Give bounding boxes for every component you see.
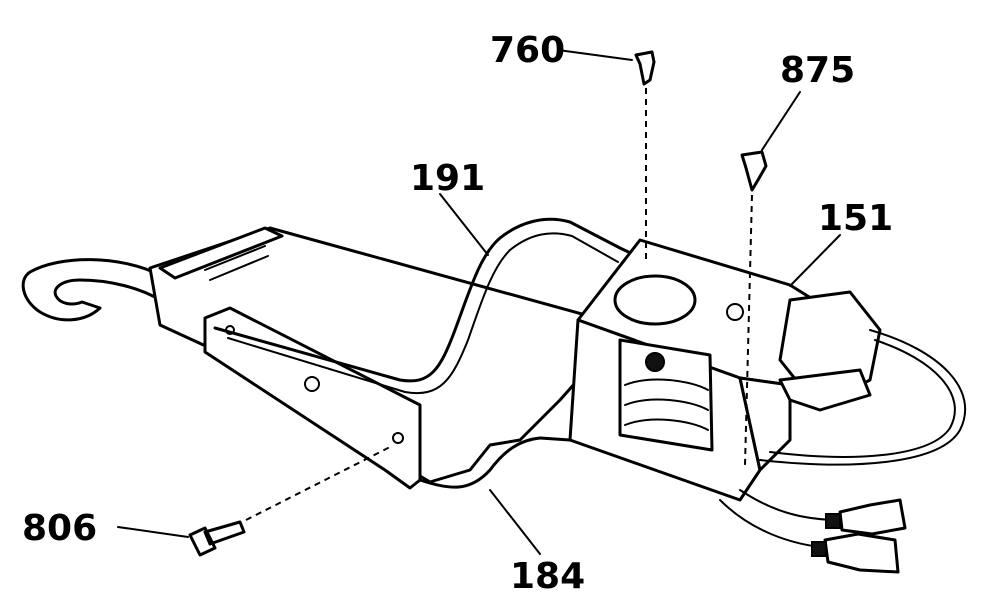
leader-875	[761, 91, 801, 151]
motor-hub	[613, 274, 697, 326]
leader-760	[557, 49, 633, 61]
leader-191	[439, 193, 489, 256]
bracket-hole-1	[304, 376, 320, 392]
motor-coil	[624, 378, 709, 431]
leader-151	[789, 234, 841, 287]
screw-875	[740, 150, 768, 192]
top-hole	[726, 303, 744, 321]
arm-rail	[158, 226, 284, 280]
wire-arm-inner	[227, 232, 619, 395]
arm-slot	[204, 245, 266, 271]
callout-184: 184	[510, 556, 585, 597]
side-bracket	[203, 306, 422, 490]
screw-760	[634, 50, 656, 86]
terminal-1	[838, 498, 907, 536]
wire-1	[759, 329, 966, 466]
callout-806: 806	[22, 508, 97, 549]
leader-184	[489, 489, 541, 555]
callout-191: 191	[410, 158, 485, 199]
arm-slot-2	[209, 255, 269, 281]
terminal-tab-1	[825, 513, 841, 529]
motor-shaft	[645, 352, 665, 372]
leader-806	[117, 526, 189, 538]
screw-875-dash	[744, 194, 753, 466]
terminal-2	[823, 532, 900, 574]
bracket-hole-2	[392, 432, 404, 444]
callout-875: 875	[780, 50, 855, 91]
callout-151: 151	[818, 198, 893, 239]
lead-wire-2	[719, 499, 831, 549]
screw-806	[188, 520, 246, 557]
hook-part	[21, 258, 162, 322]
base-curve	[418, 436, 572, 489]
switch-lever	[778, 368, 872, 412]
wire-2	[769, 339, 956, 458]
motor-window	[618, 338, 714, 452]
terminal-tab-2	[811, 541, 827, 557]
callout-760: 760	[490, 30, 565, 71]
motor-side	[738, 376, 792, 472]
screw-806-dash	[245, 445, 393, 521]
